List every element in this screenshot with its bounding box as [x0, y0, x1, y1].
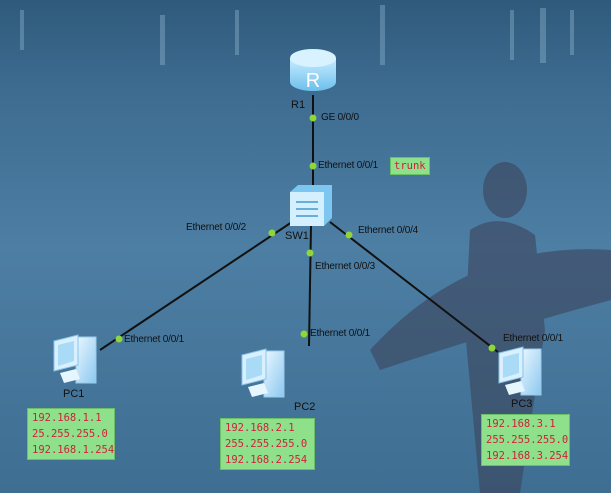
pc1-mask: 25.255.255.0	[32, 428, 108, 440]
link-sw1-pc2	[308, 224, 312, 347]
pc3-ip-note: 192.168.3.1 255.255.255.0 192.168.3.254	[481, 414, 570, 466]
pc3-ip: 192.168.3.1	[486, 418, 556, 430]
pc2-icon[interactable]	[241, 348, 285, 398]
pc1-label: PC1	[63, 388, 85, 400]
pc1-icon[interactable]	[53, 334, 97, 384]
pc2-ip: 192.168.2.1	[225, 422, 295, 434]
trunk-note: trunk	[390, 157, 430, 175]
port-label-sw1-e002: Ethernet 0/0/2	[186, 222, 247, 233]
links	[99, 95, 499, 353]
pc2-gateway: 192.168.2.254	[225, 454, 308, 466]
pc1-gateway: 192.168.1.254	[32, 444, 115, 456]
router-icon[interactable]: R	[290, 49, 336, 92]
pc2-label: PC2	[294, 401, 316, 413]
pc3-icon[interactable]	[498, 346, 542, 396]
port-label-sw1-e001: Ethernet 0/0/1	[318, 160, 379, 171]
pc3-label: PC3	[511, 398, 533, 410]
port-label-sw1-e003: Ethernet 0/0/3	[315, 261, 376, 272]
pc3-gateway: 192.168.3.254	[486, 450, 569, 462]
pc2-ip-note: 192.168.2.1 255.255.255.0 192.168.2.254	[220, 418, 315, 470]
port-label-r1-ge000: GE 0/0/0	[321, 112, 359, 123]
pc2-mask: 255.255.255.0	[225, 438, 308, 450]
pc1-ip-note: 192.168.1.1 25.255.255.0 192.168.1.254	[27, 408, 115, 460]
port-label-pc3-e001: Ethernet 0/0/1	[503, 333, 564, 344]
link-sw1-pc1	[99, 221, 293, 351]
switch-label: SW1	[285, 230, 309, 242]
router-label: R1	[291, 99, 306, 111]
link-sw1-pc3	[329, 221, 499, 353]
pc1-ip: 192.168.1.1	[32, 412, 102, 424]
svg-text:R: R	[306, 70, 320, 92]
switch-icon[interactable]	[290, 185, 332, 226]
pc3-mask: 255.255.255.0	[486, 434, 569, 446]
port-label-pc2-e001: Ethernet 0/0/1	[310, 328, 371, 339]
port-dots	[115, 114, 496, 352]
port-label-pc1-e001: Ethernet 0/0/1	[124, 334, 185, 345]
port-label-sw1-e004: Ethernet 0/0/4	[358, 225, 419, 236]
background-lights	[20, 5, 574, 65]
